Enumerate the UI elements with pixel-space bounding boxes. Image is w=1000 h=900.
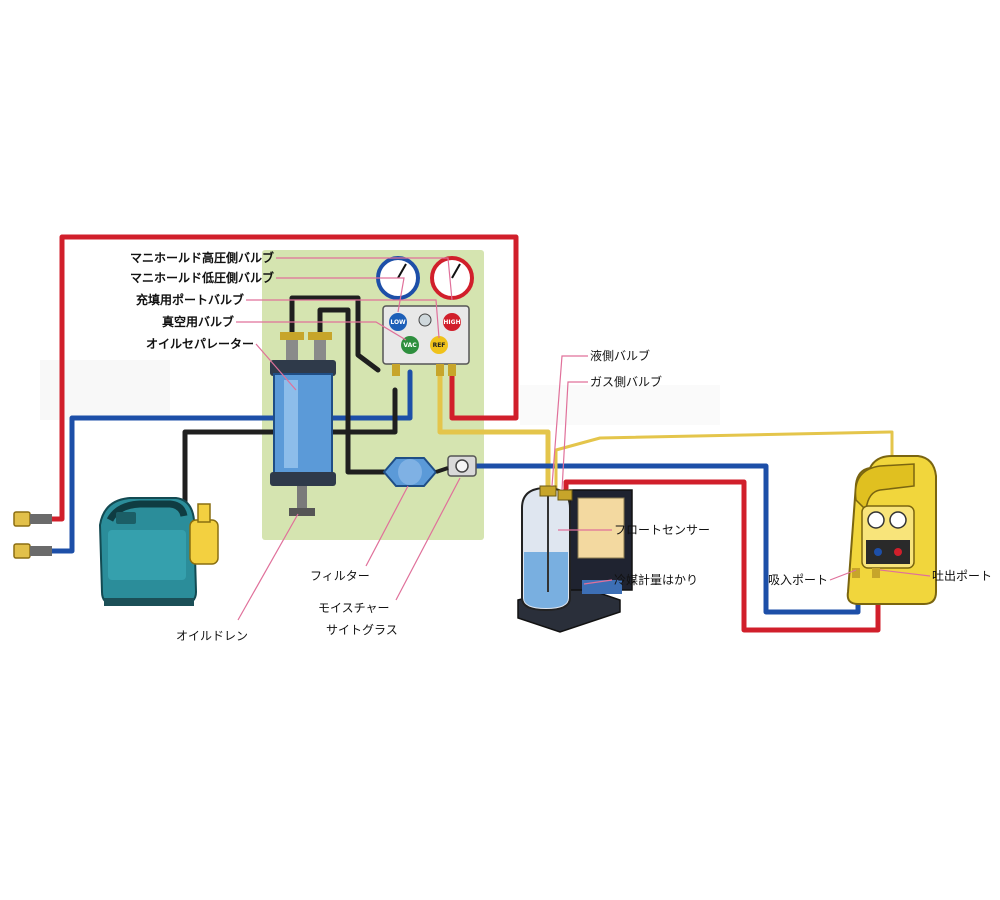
leader-refrigerant-scale xyxy=(583,579,613,585)
blue-hose-low-side xyxy=(49,369,413,554)
label-oil-separator: オイルセパレーター xyxy=(146,337,254,351)
black-hose-separator-loop xyxy=(289,295,381,373)
manifold-low-text: LOW xyxy=(390,319,406,326)
leader-gas-valve xyxy=(561,381,588,491)
leader-manifold-low xyxy=(276,277,405,313)
leader-manifold-high xyxy=(276,257,453,301)
leader-discharge-port xyxy=(879,569,931,577)
manifold-sight-window xyxy=(418,313,432,327)
yellow-hose-charge xyxy=(437,369,551,488)
recovery-gauge-right xyxy=(889,511,907,529)
recovery-unit-icon xyxy=(846,455,937,605)
label-float-sensor: フロートセンサー xyxy=(614,523,710,537)
leader-charge-port xyxy=(246,299,440,339)
manifold-low-knob xyxy=(389,313,407,331)
filter-drier-icon xyxy=(382,457,438,487)
manifold-vac-knob xyxy=(401,336,419,354)
label-sight-glass-line2: サイトグラス xyxy=(326,623,398,637)
red-hose-discharge xyxy=(563,479,881,633)
label-discharge-port: 吐出ポート xyxy=(932,569,992,583)
manifold-ref-knob xyxy=(430,336,448,354)
black-hose-separator-loop-2 xyxy=(317,307,395,475)
label-manifold-low-valve: マニホールド低圧側バルブ xyxy=(130,270,274,285)
oil-separator-icon xyxy=(270,332,336,516)
leader-vacuum-valve xyxy=(236,321,407,341)
leader-filter xyxy=(365,485,409,567)
manifold-gauge-icon: LOW HIGH VAC REF xyxy=(376,256,474,376)
leader-liquid-valve xyxy=(551,355,588,487)
leader-lines xyxy=(236,257,931,621)
yellow-sensor-cable xyxy=(554,430,894,490)
label-vacuum-valve: 真空用バルブ xyxy=(162,314,234,329)
label-manifold-high-valve: マニホールド高圧側バルブ xyxy=(130,250,274,265)
label-oil-drain: オイルドレン xyxy=(176,629,248,643)
sight-glass-icon xyxy=(435,455,477,477)
label-refrigerant-scale: 冷媒計量はかり xyxy=(614,572,698,587)
red-hose-high-side xyxy=(49,234,519,522)
refrigerant-cylinder-icon xyxy=(521,485,573,612)
hose-connectors xyxy=(13,511,52,559)
recovery-gauge-left xyxy=(867,511,885,529)
labels: マニホールド高圧側バルブ マニホールド低圧側バルブ 充填用ポートバルブ 真空用バ… xyxy=(130,250,992,643)
label-suction-port: 吸入ポート xyxy=(768,573,828,587)
label-liquid-valve: 液側バルブ xyxy=(590,348,650,363)
leader-suction-port xyxy=(829,569,857,581)
leader-oil-separator xyxy=(255,343,297,391)
label-sight-glass-line1: モイスチャー xyxy=(318,601,390,615)
manifold-high-text: HIGH xyxy=(443,319,460,326)
label-gas-valve: ガス側バルブ xyxy=(590,374,662,389)
leader-sight-glass xyxy=(395,477,461,601)
manifold-vac-text: VAC xyxy=(403,342,417,349)
manifold-high-knob xyxy=(443,313,461,331)
label-filter: フィルター xyxy=(310,569,370,583)
leader-oil-drain xyxy=(237,513,299,621)
hose-connector-blue xyxy=(13,543,52,559)
manifold-ref-text: REF xyxy=(433,342,446,349)
label-charge-port-valve: 充填用ポートバルブ xyxy=(136,292,244,307)
hose-connector-red xyxy=(13,511,52,527)
vacuum-pump-icon xyxy=(98,497,219,606)
